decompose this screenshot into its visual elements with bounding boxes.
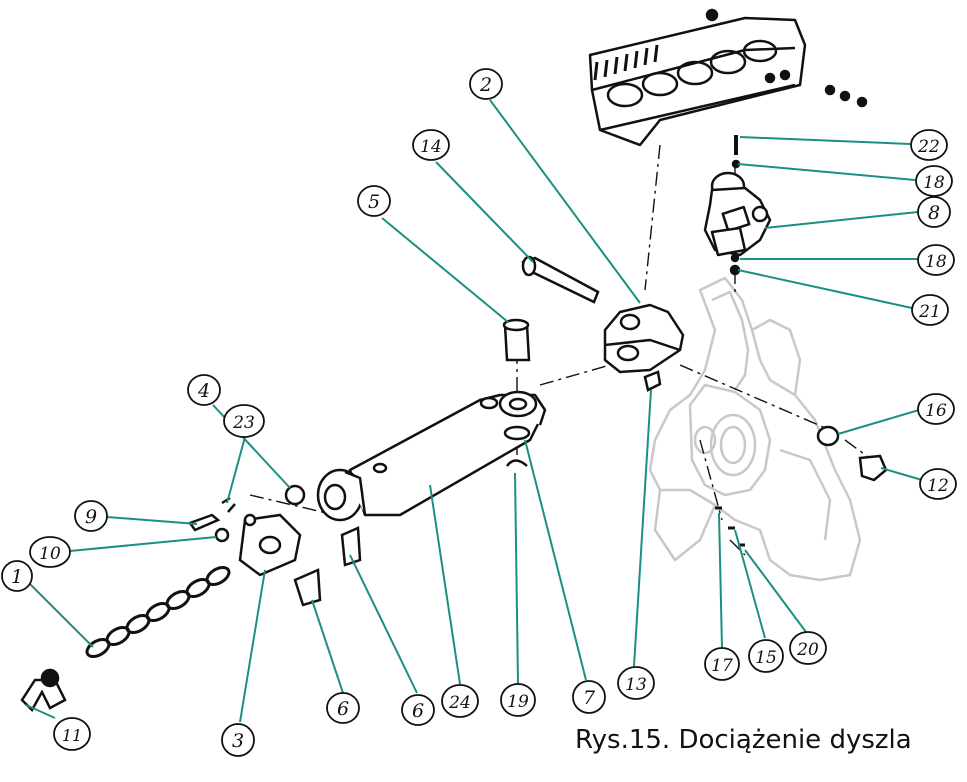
mounting-channel-bracket [588, 8, 868, 147]
callout-17: 17 [704, 647, 740, 681]
callout-14: 14 [412, 129, 450, 161]
svg-text:2: 2 [479, 74, 492, 96]
svg-text:11: 11 [62, 726, 82, 745]
svg-text:22: 22 [917, 137, 940, 157]
svg-text:24: 24 [448, 693, 471, 713]
svg-text:13: 13 [625, 675, 647, 695]
figure-caption: Rys.15. Dociążenie dyszla [575, 725, 912, 755]
chain [85, 565, 231, 659]
callout-13: 13 [617, 666, 655, 700]
svg-text:21: 21 [918, 302, 941, 322]
callout-5: 5 [357, 185, 391, 217]
svg-text:19: 19 [507, 692, 529, 712]
small-hardware [188, 370, 888, 607]
callout-8: 8 [917, 196, 951, 228]
clevis-bracket [603, 303, 685, 374]
svg-text:10: 10 [39, 544, 61, 564]
grease-nipple-13 [643, 370, 662, 392]
callout-21: 21 [911, 294, 949, 326]
washer-10a [243, 513, 257, 527]
callout-16: 16 [917, 393, 955, 425]
svg-text:8: 8 [928, 202, 940, 224]
callout-23: 23 [223, 404, 265, 438]
bolt-6a [293, 568, 322, 607]
callout-22: 22 [910, 129, 948, 161]
bushing-sleeve [502, 318, 531, 362]
svg-text:4: 4 [197, 380, 210, 402]
clevis-pin [521, 255, 600, 304]
svg-text:9: 9 [85, 506, 97, 528]
callout-18a: 18 [915, 165, 953, 197]
washer-16 [816, 425, 840, 447]
callout-balloons: 2 14 5 4 23 9 10 1 11 3 6 6 24 19 7 13 1… [1, 68, 957, 757]
callout-4: 4 [187, 374, 221, 406]
callout-1: 1 [1, 560, 33, 592]
svg-text:17: 17 [711, 656, 733, 676]
callout-2: 2 [469, 68, 503, 100]
callout-7: 7 [572, 680, 606, 714]
callout-11: 11 [53, 717, 91, 751]
svg-text:15: 15 [755, 648, 777, 668]
callout-20: 20 [789, 631, 827, 665]
callout-12: 12 [919, 468, 957, 500]
svg-text:23: 23 [232, 413, 255, 433]
cotter-19 [505, 459, 528, 467]
svg-text:1: 1 [11, 566, 23, 588]
callout-6b: 6 [401, 694, 435, 726]
svg-text:7: 7 [583, 687, 596, 709]
leader-lines [25, 99, 923, 723]
washer-10b [214, 527, 230, 543]
svg-text:16: 16 [925, 401, 947, 421]
svg-text:20: 20 [796, 640, 819, 660]
svg-text:6: 6 [337, 698, 349, 720]
callout-15: 15 [748, 639, 784, 673]
svg-text:6: 6 [412, 700, 424, 722]
callout-24: 24 [441, 684, 479, 718]
pin-9 [188, 513, 221, 532]
callout-9: 9 [74, 500, 108, 532]
callout-6a: 6 [326, 692, 360, 724]
svg-text:3: 3 [232, 730, 244, 752]
drawbar-frame-ghost [648, 276, 862, 582]
svg-text:18: 18 [925, 252, 947, 272]
svg-text:5: 5 [368, 191, 380, 213]
washer-7 [503, 425, 531, 441]
callout-10: 10 [29, 536, 71, 568]
valve-block-assembly [703, 135, 772, 276]
svg-text:18: 18 [923, 173, 945, 193]
hydraulic-cylinder [316, 390, 547, 522]
shackle [20, 668, 67, 713]
svg-text:12: 12 [927, 476, 949, 496]
nut-12 [858, 454, 888, 482]
callout-18b: 18 [917, 244, 955, 276]
svg-text:14: 14 [420, 137, 442, 157]
bolt-6b [340, 526, 362, 567]
callout-3: 3 [221, 723, 255, 757]
spacer-4 [284, 484, 306, 506]
callout-19: 19 [500, 683, 536, 717]
